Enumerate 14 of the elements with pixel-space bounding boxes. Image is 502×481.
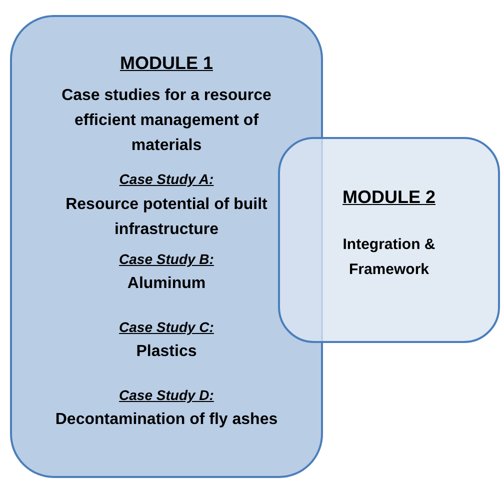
description-text: Plastics — [135, 342, 198, 362]
case-study-label: Case Study C: — [118, 318, 215, 337]
rounded-panel — [278, 137, 500, 343]
description-text: Case studies for a resource efficient management of materials — [60, 86, 272, 156]
module-heading: MODULE 2 — [342, 186, 436, 209]
case-study-label: Case Study B: — [118, 250, 215, 269]
description-text: Integration & Framework — [342, 235, 436, 280]
description-text: Resource potential of built infrastructure — [64, 195, 268, 240]
description-text: Decontamination of fly ashes — [54, 410, 279, 430]
module-heading: MODULE 1 — [120, 52, 213, 75]
rounded-panel — [10, 15, 323, 478]
case-study-label: Case Study A: — [118, 170, 215, 189]
case-study-label: Case Study D: — [118, 386, 215, 405]
description-text: Aluminum — [126, 274, 207, 294]
